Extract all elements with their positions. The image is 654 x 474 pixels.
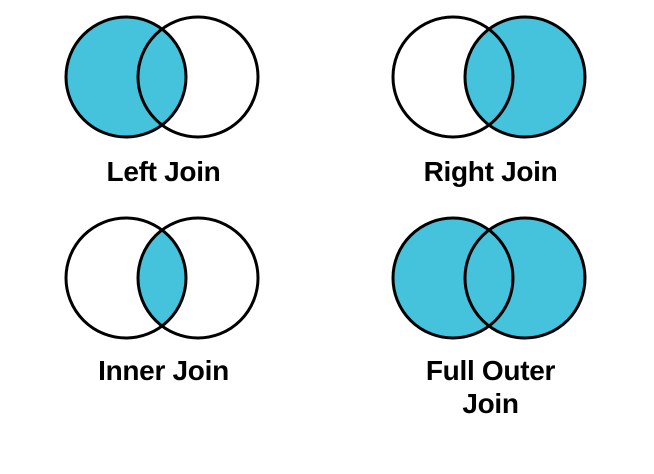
venn-fill-intersection (137, 218, 186, 338)
venn-outline-right (136, 15, 259, 139)
join-diagram-inner-join: Inner Join (0, 215, 327, 474)
join-label-right-join: Right Join (423, 156, 558, 187)
venn-full-outer-join (391, 215, 591, 345)
venn-outline-left (64, 216, 187, 340)
venn-svg-full-outer-join (391, 216, 586, 340)
join-diagram-left-join: Left Join (0, 0, 327, 215)
venn-inner-join (64, 215, 264, 345)
venn-svg-left-join (64, 15, 259, 139)
venn-right-join (391, 14, 591, 144)
venn-outline-right (463, 216, 586, 340)
venn-svg-right-join (391, 15, 586, 139)
join-label-full-outer-join: Full Outer Join (425, 355, 556, 419)
venn-left-join (64, 14, 264, 144)
venn-outline-left (391, 15, 514, 139)
venn-fill-right-circle (464, 17, 585, 137)
join-diagram-full-outer-join: Full Outer Join (327, 215, 654, 474)
venn-outline-right (136, 216, 259, 340)
venn-outline-right (463, 15, 586, 139)
join-label-inner-join: Inner Join (98, 355, 229, 386)
venn-fill-right-circle (464, 218, 585, 338)
venn-svg-inner-join (64, 216, 259, 340)
join-diagram-right-join: Right Join (327, 0, 654, 215)
venn-outline-left (391, 216, 514, 340)
join-label-left-join: Left Join (106, 156, 221, 187)
venn-outline-left (64, 15, 187, 139)
venn-fill-left-circle (65, 17, 186, 137)
